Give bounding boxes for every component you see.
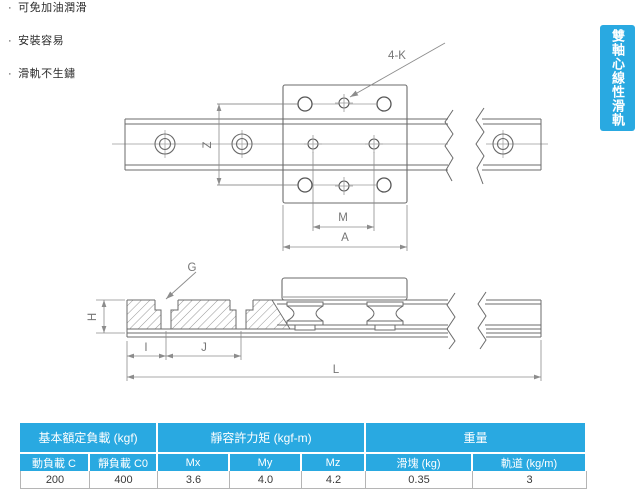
- top-view: [112, 42, 548, 251]
- table-col-mz: Mz: [302, 454, 367, 471]
- carriage-plate-side-view: [281, 277, 408, 301]
- bullet-dot: ·: [8, 35, 13, 47]
- table-group-static-moment: 靜容許力矩 (kgf-m): [158, 423, 367, 454]
- spec-table: 基本額定負載 (kgf) 靜容許力矩 (kgf-m) 重量 動負載 C 靜負載 …: [20, 423, 588, 489]
- dim-label-g: G: [188, 262, 197, 274]
- feature-text: 滑軌不生鏽: [18, 68, 76, 80]
- side-tab-dual-axis-linear-guide[interactable]: 雙軸心線性滑軌: [600, 25, 635, 131]
- dim-label-j: J: [201, 342, 207, 354]
- table-col-dynamic-load-c: 動負載 C: [20, 454, 90, 471]
- dim-label-a: A: [341, 232, 349, 244]
- cell-slider-weight: 0.35: [366, 471, 474, 489]
- cell-dynamic-load: 200: [20, 471, 90, 489]
- dim-label-4k: 4-K: [388, 50, 406, 62]
- dim-label-h: H: [87, 313, 99, 321]
- cell-my: 4.0: [230, 471, 302, 489]
- roller: [286, 301, 404, 331]
- rail-section-hatch: [127, 300, 290, 329]
- table-col-rail-weight: 軌道 (kg/m): [473, 454, 588, 471]
- block-corner-hole: [297, 96, 392, 193]
- table-row: 200 400 3.6 4.0 4.2 0.35 3: [20, 471, 588, 489]
- table-column-header-row: 動負載 C 靜負載 C0 Mx My Mz 滑塊 (kg) 軌道 (kg/m): [20, 454, 588, 471]
- dim-label-m: M: [338, 212, 348, 224]
- feature-list: · 可免加油潤滑 · 安裝容易 · 滑軌不生鏽: [8, 0, 87, 99]
- table-col-slider-weight: 滑塊 (kg): [366, 454, 474, 471]
- table-col-mx: Mx: [158, 454, 230, 471]
- counterbore-hole: [154, 300, 254, 330]
- cell-rail-weight: 3: [473, 471, 588, 489]
- carriage-block-top-view: [282, 84, 408, 204]
- crosshair-hole: [307, 97, 380, 192]
- table-col-my: My: [230, 454, 302, 471]
- rail-hole: [154, 133, 514, 155]
- table-group-header-row: 基本額定負載 (kgf) 靜容許力矩 (kgf-m) 重量: [20, 423, 588, 454]
- cell-mx: 3.6: [158, 471, 230, 489]
- table-col-static-load-c0: 靜負載 C0: [90, 454, 158, 471]
- table-group-weight: 重量: [366, 423, 588, 454]
- dim-label-i: I: [144, 342, 147, 354]
- cell-mz: 4.2: [302, 471, 367, 489]
- feature-item: · 可免加油潤滑: [8, 0, 87, 16]
- feature-item: · 滑軌不生鏽: [8, 66, 87, 82]
- dim-label-l: L: [333, 364, 340, 376]
- table-group-basic-rated-load: 基本額定負載 (kgf): [20, 423, 158, 454]
- cell-static-load: 400: [90, 471, 158, 489]
- bullet-dot: ·: [8, 68, 13, 80]
- dim-label-z: Z: [202, 141, 214, 148]
- bullet-dot: ·: [8, 2, 13, 14]
- side-view: [96, 271, 542, 381]
- feature-text: 安裝容易: [18, 35, 65, 47]
- feature-text: 可免加油潤滑: [18, 2, 88, 14]
- feature-item: · 安裝容易: [8, 33, 87, 49]
